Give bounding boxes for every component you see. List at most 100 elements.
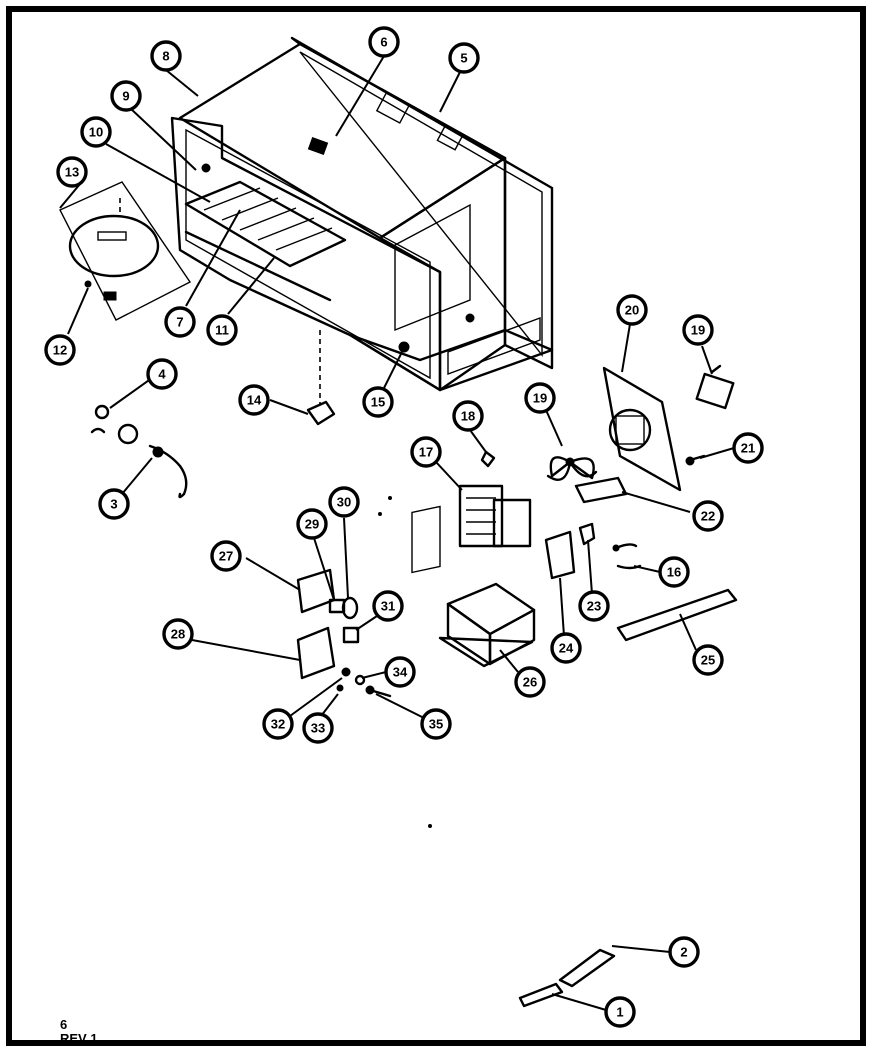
callout-10: 10	[80, 116, 112, 148]
magnetron-17	[458, 484, 532, 548]
transformer-26	[411, 505, 536, 668]
fan-motor-19	[695, 364, 735, 410]
callout-label: 32	[271, 717, 285, 732]
callout-label: 27	[219, 549, 233, 564]
callout-label: 24	[559, 641, 574, 656]
callout-label: 28	[171, 627, 185, 642]
callout-label: 12	[53, 343, 67, 358]
callout-19-motor: 19	[682, 314, 714, 346]
callout-30: 30	[328, 486, 360, 518]
callout-label: 16	[667, 565, 681, 580]
screw-21	[685, 454, 706, 466]
callout-26: 26	[514, 666, 546, 698]
callout-label: 25	[701, 653, 715, 668]
callout-15: 15	[362, 386, 394, 418]
callout-13: 13	[56, 156, 88, 188]
callout-6: 6	[368, 26, 400, 58]
bracket-24	[544, 530, 576, 580]
cam-31	[342, 626, 360, 644]
door-switch-14	[306, 400, 336, 426]
wire-16	[612, 543, 642, 570]
clip-18	[480, 450, 496, 468]
callout-label: 19	[691, 323, 705, 338]
callout-label: 18	[461, 409, 475, 424]
callout-label: 15	[371, 395, 385, 410]
callout-label: 3	[110, 497, 117, 512]
turntable-plate	[59, 181, 192, 321]
relay-23	[578, 522, 596, 546]
callout-label: 26	[523, 675, 537, 690]
callout-label: 33	[311, 721, 325, 736]
callout-11: 11	[206, 314, 238, 346]
callout-label: 35	[429, 717, 443, 732]
shelf-rack	[184, 180, 347, 302]
callout-35: 35	[420, 708, 452, 740]
callout-label: 17	[419, 445, 433, 460]
callout-17: 17	[410, 436, 442, 468]
callout-label: 31	[381, 599, 395, 614]
callout-label: 1	[616, 1005, 623, 1020]
callout-label: 10	[89, 125, 103, 140]
power-cord-3	[90, 404, 188, 499]
thermal-cutout-22	[574, 476, 628, 504]
callout-label: 2	[680, 945, 687, 960]
callout-3: 3	[98, 488, 130, 520]
callout-16: 16	[658, 556, 690, 588]
callout-label: 5	[460, 51, 467, 66]
callout-14: 14	[238, 384, 270, 416]
callout-label: 14	[247, 393, 262, 408]
callout-33: 33	[302, 712, 334, 744]
callout-label: 20	[625, 303, 639, 318]
terminal-1	[518, 982, 564, 1008]
callout-label: 7	[176, 315, 183, 330]
callout-1: 1	[604, 996, 636, 1028]
page-number: 6	[60, 1017, 68, 1032]
terminal-2	[558, 948, 616, 988]
callout-label: 23	[587, 599, 601, 614]
callout-27: 27	[210, 540, 242, 572]
cabinet-assembly	[170, 36, 554, 392]
callout-label: 29	[305, 517, 319, 532]
rail-25	[616, 588, 738, 642]
callout-label: 6	[380, 35, 387, 50]
callout-21: 21	[732, 432, 764, 464]
hardware-32-33-34-35	[336, 667, 392, 698]
spring-30	[341, 596, 359, 620]
revision-label: REV 1	[60, 1031, 98, 1046]
drawing-border	[6, 6, 866, 1046]
switch-27	[296, 568, 336, 614]
callout-34: 34	[384, 656, 416, 688]
callout-19-fan: 19	[524, 382, 556, 414]
callout-label: 8	[162, 49, 169, 64]
callout-29: 29	[296, 508, 328, 540]
callout-7: 7	[164, 306, 196, 338]
callout-18: 18	[452, 400, 484, 432]
switch-28	[296, 626, 336, 680]
callout-label: 9	[122, 89, 129, 104]
callout-32: 32	[262, 708, 294, 740]
fan-blade-19	[546, 456, 598, 481]
callout-label: 11	[215, 323, 229, 338]
callout-label: 22	[701, 509, 715, 524]
callout-label: 21	[741, 441, 755, 456]
callout-label: 34	[393, 665, 408, 680]
callout-label: 30	[337, 495, 351, 510]
leader-lines	[59, 55, 735, 1011]
callout-25: 25	[692, 644, 724, 676]
callout-8-top: 8	[150, 40, 182, 72]
callout-12: 12	[44, 334, 76, 366]
callout-22: 22	[692, 500, 724, 532]
callout-28: 28	[162, 618, 194, 650]
callout-4: 4	[146, 358, 178, 390]
callout-2: 2	[668, 936, 700, 968]
callout-5: 5	[448, 42, 480, 74]
callout-23: 23	[578, 590, 610, 622]
callout-31: 31	[372, 590, 404, 622]
callout-24: 24	[550, 632, 582, 664]
fan-housing-20	[602, 366, 682, 492]
callout-20: 20	[616, 294, 648, 326]
callout-label: 4	[158, 367, 166, 382]
callout-label: 19	[533, 391, 547, 406]
callout-9: 9	[110, 80, 142, 112]
